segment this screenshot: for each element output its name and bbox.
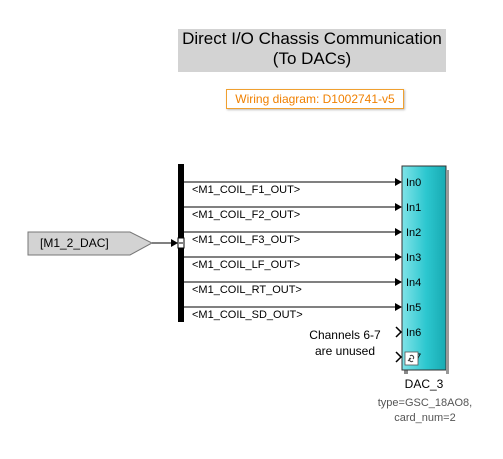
signal-label: <M1_COIL_RT_OUT> <box>192 284 302 296</box>
wiring-diagram-link[interactable]: Wiring diagram: D1002741-v5 <box>226 89 404 109</box>
title-line-1: Direct I/O Chassis Communication <box>182 29 442 48</box>
signal-3[interactable]: <M1_COIL_LF_OUT> <box>184 253 402 271</box>
note-line-1: Channels 6-7 <box>309 328 381 342</box>
signal-1[interactable]: <M1_COIL_F2_OUT> <box>184 203 402 221</box>
dac-port-In1: In1 <box>406 202 421 214</box>
title-line-2: (To DACs) <box>272 49 352 68</box>
signal-2[interactable]: <M1_COIL_F3_OUT> <box>184 228 402 246</box>
signal-label: <M1_COIL_SD_OUT> <box>192 309 303 321</box>
dac-port-In5: In5 <box>406 302 421 314</box>
dac-block[interactable]: In0In1In2In3In4In5In6In7 <box>401 165 449 374</box>
unused-channels-note: Channels 6-7 are unused <box>292 327 398 359</box>
dac-param-card: card_num=2 <box>394 412 456 424</box>
dac-block-name: DAC_3 <box>404 377 444 391</box>
unused-port-chevron <box>395 351 403 363</box>
signal-label: <M1_COIL_LF_OUT> <box>192 259 300 271</box>
note-line-2: are unused <box>314 344 376 358</box>
dac-port-In2: In2 <box>406 227 421 239</box>
dac-block-params: type=GSC_18AO8, card_num=2 <box>350 396 500 426</box>
signal-4[interactable]: <M1_COIL_RT_OUT> <box>184 278 402 296</box>
dac-param-type: type=GSC_18AO8, <box>377 397 473 409</box>
diagram-title: Direct I/O Chassis Communication (To DAC… <box>178 29 446 72</box>
signal-0[interactable]: <M1_COIL_F1_OUT> <box>184 178 402 196</box>
dac-port-In4: In4 <box>406 277 421 289</box>
dac-port-In0: In0 <box>406 177 421 189</box>
demux-bar[interactable] <box>177 164 185 322</box>
dac-port-In6: In6 <box>406 327 421 339</box>
input-line <box>152 239 178 247</box>
unused-port-chevron <box>395 326 403 338</box>
link-icon <box>404 351 419 366</box>
from-tag-block[interactable]: [M1_2_DAC] <box>27 231 154 256</box>
from-tag-label: [M1_2_DAC] <box>40 236 109 250</box>
signal-label: <M1_COIL_F2_OUT> <box>192 209 300 221</box>
signal-label: <M1_COIL_F3_OUT> <box>192 234 300 246</box>
unused-port-markers <box>395 326 403 363</box>
signal-label: <M1_COIL_F1_OUT> <box>192 184 300 196</box>
signal-lines: <M1_COIL_F1_OUT> <M1_COIL_F2_OUT> <M1_COIL… <box>184 178 402 321</box>
signal-5[interactable]: <M1_COIL_SD_OUT> <box>184 303 402 321</box>
dac-port-In3: In3 <box>406 252 421 264</box>
